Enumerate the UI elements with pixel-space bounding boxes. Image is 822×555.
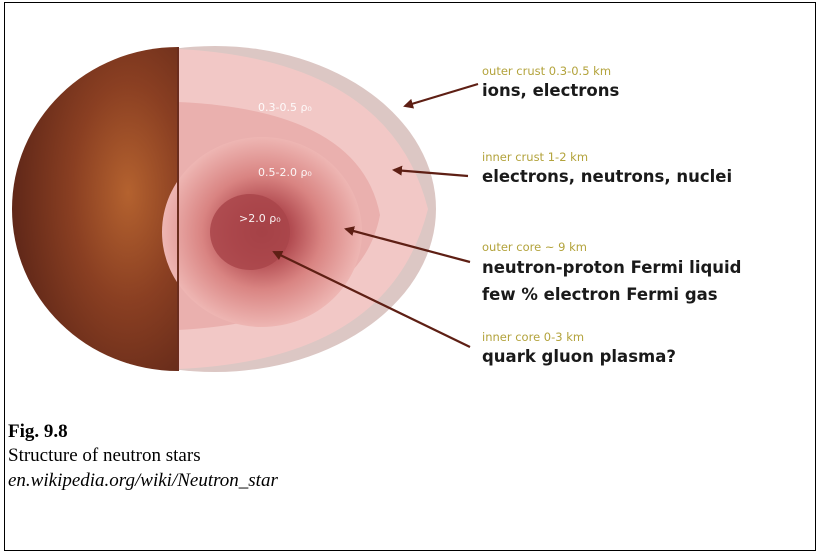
zone-label-core: >2.0 ρ₀	[239, 212, 281, 225]
figure-caption: Structure of neutron stars	[8, 445, 201, 467]
outer-core-sublabel: outer core ~ 9 km	[482, 240, 587, 254]
outer-crust-sublabel: outer crust 0.3-0.5 km	[482, 64, 611, 78]
arrow-outer-crust	[405, 84, 478, 106]
zone-label-inner-crust: 0.5-2.0 ρ₀	[258, 166, 312, 179]
inner-crust-sublabel: inner crust 1-2 km	[482, 150, 588, 164]
inner-core-label: quark gluon plasma?	[482, 347, 676, 366]
zone-label-outer-crust: 0.3-0.5 ρ₀	[258, 101, 312, 114]
outer-core-label-1: neutron-proton Fermi liquid	[482, 258, 742, 277]
inner-core	[210, 194, 290, 270]
figure-number: Fig. 9.8	[8, 421, 68, 443]
inner-crust-label: electrons, neutrons, nuclei	[482, 167, 732, 186]
star-outer-shell	[12, 47, 178, 371]
neutron-star-diagram: 0.3-0.5 ρ₀ 0.5-2.0 ρ₀ >2.0 ρ₀ outer crus…	[0, 0, 822, 420]
inner-core-sublabel: inner core 0-3 km	[482, 330, 584, 344]
outer-core-label-2: few % electron Fermi gas	[482, 285, 718, 304]
outer-crust-label: ions, electrons	[482, 81, 619, 100]
figure-source: en.wikipedia.org/wiki/Neutron_star	[8, 470, 278, 492]
